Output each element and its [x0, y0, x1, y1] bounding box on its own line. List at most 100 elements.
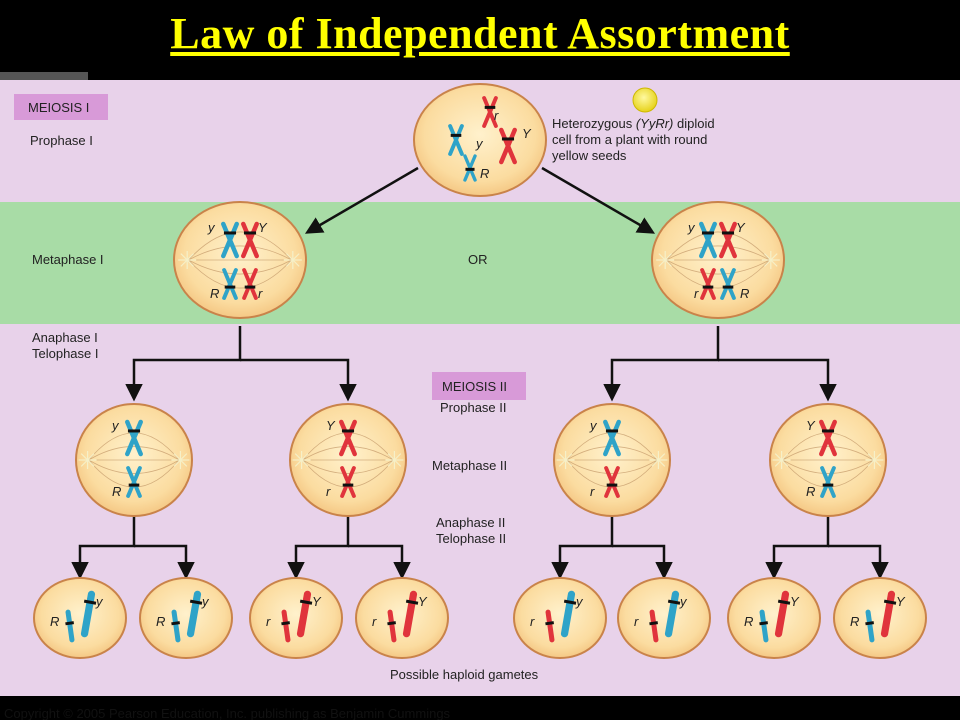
- gamete-2-allele-R: R: [156, 614, 165, 629]
- metaphase1-left-cell: [173, 201, 307, 319]
- metaphase1-right-cell: [651, 201, 785, 319]
- gamete-1-chrom-R: [65, 609, 75, 643]
- metaphase1-band: [0, 202, 960, 324]
- meiosis1-tag: [14, 94, 108, 120]
- gamete-8-chrom-R: [865, 609, 875, 643]
- m2-cell-2: [289, 403, 407, 517]
- meiosis1-label: MEIOSIS I: [28, 100, 89, 115]
- chrom-y-top: [448, 124, 464, 156]
- m2-cell-3-chrom-y: [603, 419, 621, 457]
- m1r-chrom-r: [700, 268, 716, 300]
- m1l-chrom-R: [222, 268, 238, 300]
- m2-cell-4: [769, 403, 887, 517]
- m2-cell-3-allele-y: y: [589, 418, 598, 433]
- caption-line-2: cell from a plant with round: [552, 132, 707, 147]
- telophase2-label: Telophase II: [436, 531, 506, 546]
- m2-cell-1-chrom-y: [125, 419, 143, 457]
- gametes-label: Possible haploid gametes: [390, 667, 539, 682]
- meiosis2-tag: [432, 372, 526, 400]
- m2-cell-4-chrom-R: [820, 466, 836, 498]
- chrom-r-top: [482, 96, 498, 128]
- m2-cell-1-allele-y: y: [111, 418, 120, 433]
- gamete-6-allele-y: y: [679, 594, 688, 609]
- gamete-1-allele-R: R: [50, 614, 59, 629]
- m2-cell-4-chrom-Y: [819, 419, 837, 457]
- gamete-5-chrom-y: [560, 590, 577, 638]
- metaphase1-label: Metaphase I: [32, 252, 104, 267]
- diploid-cell: [413, 83, 547, 197]
- gamete-4: [355, 577, 449, 659]
- gamete-3-allele-r: r: [266, 614, 271, 629]
- gamete-1-allele-y: y: [95, 594, 104, 609]
- gamete-2-chrom-R: [171, 609, 181, 643]
- m2-cell-3-allele-r: r: [590, 484, 595, 499]
- gamete-2: [139, 577, 233, 659]
- anaphase2-label: Anaphase II: [436, 515, 505, 530]
- m1l-chrom-y: [221, 221, 239, 259]
- m2-cell-3: [553, 403, 671, 517]
- gamete-7-chrom-R: [759, 609, 769, 643]
- m1r-allele-Y: Y: [736, 220, 746, 235]
- m1l-chrom-r: [242, 268, 258, 300]
- anaphase1-label: Anaphase I: [32, 330, 98, 345]
- gamete-8-chrom-Y: [880, 590, 897, 638]
- allele-R-top: R: [480, 166, 489, 181]
- copyright-text: Copyright © 2005 Pearson Education, Inc.…: [4, 706, 451, 720]
- gamete-3-chrom-r: [281, 609, 291, 643]
- gamete-5-allele-y: y: [575, 594, 584, 609]
- m2-cell-4-allele-Y: Y: [806, 418, 816, 433]
- gamete-3: [249, 577, 343, 659]
- m1r-chrom-Y: [719, 221, 737, 259]
- gamete-1: [33, 577, 127, 659]
- gamete-1-chrom-y: [80, 590, 97, 638]
- gamete-2-chrom-y: [186, 590, 203, 638]
- gamete-5: [513, 577, 607, 659]
- gamete-7: [727, 577, 821, 659]
- m2-cell-1-chrom-R: [126, 466, 142, 498]
- gamete-5-allele-r: r: [530, 614, 535, 629]
- allele-r-top: r: [494, 108, 499, 123]
- prophase2-label: Prophase II: [440, 400, 507, 415]
- m2-cell-2-chrom-Y: [339, 419, 357, 457]
- gamete-4-chrom-r: [387, 609, 397, 643]
- m2-cell-1: [75, 403, 193, 517]
- m1l-allele-R: R: [210, 286, 219, 301]
- metaphase2-label: Metaphase II: [432, 458, 507, 473]
- gamete-6: [617, 577, 711, 659]
- meiosis2-label: MEIOSIS II: [442, 379, 507, 394]
- gamete-8: [833, 577, 927, 659]
- m2-cell-4-allele-R: R: [806, 484, 815, 499]
- allele-y-top: y: [475, 136, 484, 151]
- m1r-allele-y: y: [687, 220, 696, 235]
- gamete-6-allele-r: r: [634, 614, 639, 629]
- slide-title: Law of Independent Assortment: [170, 9, 790, 58]
- gamete-7-allele-Y: Y: [790, 594, 800, 609]
- gamete-4-allele-r: r: [372, 614, 377, 629]
- yellow-seed-icon: [632, 87, 658, 113]
- gamete-6-chrom-r: [649, 609, 659, 643]
- arrows: [71, 166, 889, 580]
- m2-cell-1-allele-R: R: [112, 484, 121, 499]
- gamete-7-allele-R: R: [744, 614, 753, 629]
- m1r-allele-R: R: [740, 286, 749, 301]
- m2-cell-3-chrom-r: [604, 466, 620, 498]
- gamete-8-allele-R: R: [850, 614, 859, 629]
- telophase1-label: Telophase I: [32, 346, 99, 361]
- chrom-Y-top: [499, 127, 517, 165]
- m1l-allele-Y: Y: [258, 220, 268, 235]
- caption-line-1: Heterozygous (YyRr) diploid: [552, 116, 715, 131]
- m1l-allele-r: r: [258, 286, 263, 301]
- prophase1-label: Prophase I: [30, 133, 93, 148]
- gamete-5-chrom-r: [545, 609, 555, 643]
- m1r-chrom-R: [720, 268, 736, 300]
- gamete-4-allele-Y: Y: [418, 594, 428, 609]
- gamete-2-allele-y: y: [201, 594, 210, 609]
- allele-Y-top: Y: [522, 126, 532, 141]
- m1r-allele-r: r: [694, 286, 699, 301]
- m2-cell-2-chrom-r: [340, 466, 356, 498]
- gamete-7-chrom-Y: [774, 590, 791, 638]
- m2-cell-2-allele-r: r: [326, 484, 331, 499]
- gamete-6-chrom-y: [664, 590, 681, 638]
